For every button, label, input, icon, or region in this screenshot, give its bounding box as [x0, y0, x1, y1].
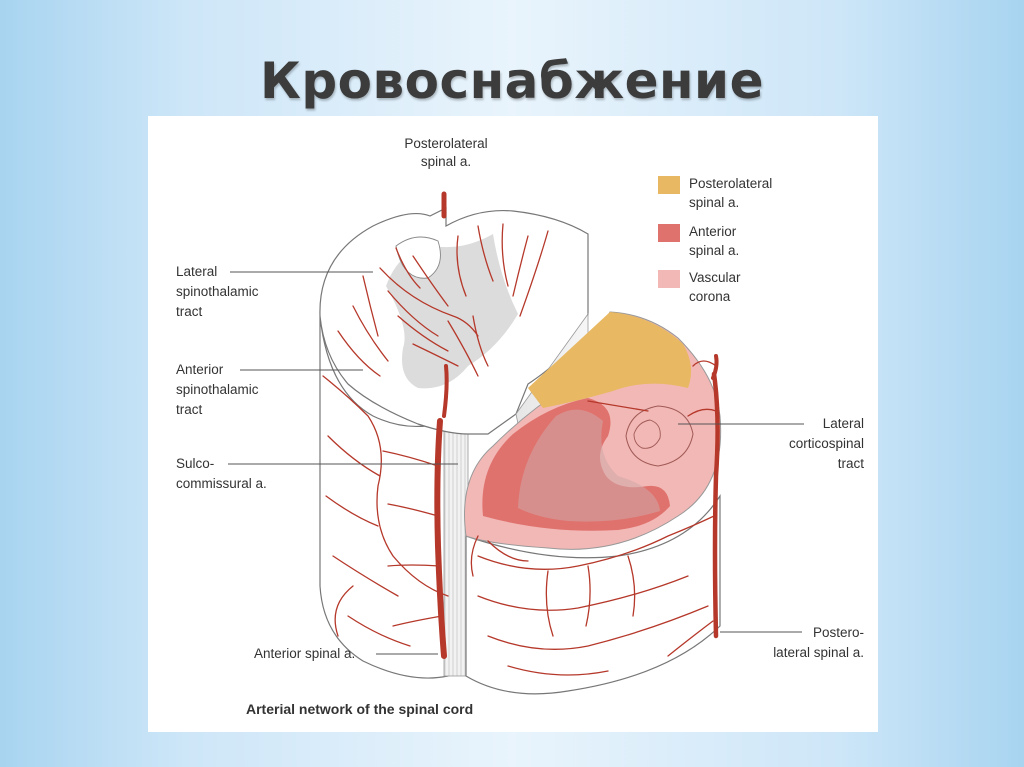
label-line: spinothalamic	[176, 284, 259, 299]
label-line: Postero-	[813, 625, 864, 640]
label-posterolateral-bottom: Postero- lateral spinal a.	[720, 625, 864, 660]
label-line: Anterior	[176, 362, 224, 377]
slide-title: Кровоснабжение	[260, 52, 764, 110]
legend-label: Anterior	[689, 224, 737, 239]
label-line: spinal a.	[421, 154, 471, 169]
cord-right-column	[465, 493, 721, 695]
figure-caption: Arterial network of the spinal cord	[246, 701, 473, 717]
label-lateral-corticospinal: Lateral corticospinal tract	[678, 416, 864, 471]
label-line: Lateral	[176, 264, 217, 279]
label-line: spinothalamic	[176, 382, 259, 397]
anterior-fissure-wall	[443, 413, 469, 677]
figure-panel: Posterolateral spinal a. Anterior spinal…	[148, 116, 878, 732]
posterolateral-spinal-artery	[711, 371, 720, 639]
upper-cross-section	[319, 207, 589, 446]
label-line: tract	[838, 456, 865, 471]
legend-item-anterior: Anterior spinal a.	[658, 224, 739, 258]
legend: Posterolateral spinal a. Anterior spinal…	[658, 176, 772, 304]
label-line: tract	[176, 304, 203, 319]
label-lateral-spinothalamic: Lateral spinothalamic tract	[176, 264, 373, 319]
lower-cross-section	[464, 311, 722, 550]
legend-label: spinal a.	[689, 195, 739, 210]
legend-label: spinal a.	[689, 243, 739, 258]
legend-item-posterolateral: Posterolateral spinal a.	[658, 176, 772, 210]
label-anterior-spinothalamic: Anterior spinothalamic tract	[176, 362, 363, 417]
anterior-spinal-artery	[434, 418, 447, 659]
label-sulco-commissural: Sulco- commissural a.	[176, 456, 458, 491]
label-line: Posterolateral	[404, 136, 487, 151]
label-line: tract	[176, 402, 203, 417]
label-posterolateral-top: Posterolateral spinal a.	[404, 136, 487, 169]
label-line: Sulco-	[176, 456, 214, 471]
legend-item-vascular-corona: Vascular corona	[658, 270, 741, 304]
label-line: corticospinal	[789, 436, 864, 451]
spinal-cord-illustration: Posterolateral spinal a. Anterior spinal…	[176, 136, 864, 717]
label-line: Anterior spinal a.	[254, 646, 355, 661]
label-anterior-spinal: Anterior spinal a.	[254, 646, 438, 661]
label-line: lateral spinal a.	[773, 645, 864, 660]
legend-label: corona	[689, 289, 731, 304]
legend-label: Posterolateral	[689, 176, 772, 191]
posterolateral-zone	[528, 312, 692, 408]
label-line: Lateral	[823, 416, 864, 431]
artery-network	[322, 191, 720, 676]
legend-label: Vascular	[689, 270, 741, 285]
label-line: commissural a.	[176, 476, 267, 491]
